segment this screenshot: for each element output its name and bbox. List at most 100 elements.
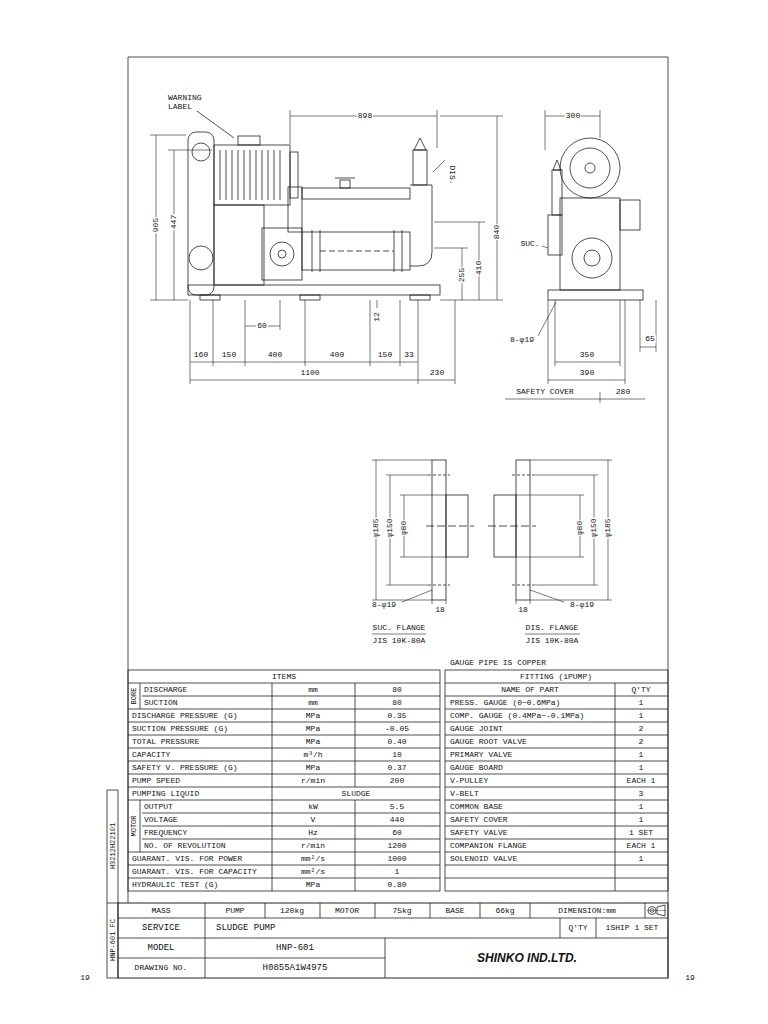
drawing-line <box>402 590 432 602</box>
value-cell: 440 <box>389 816 405 824</box>
drawing-line <box>385 938 386 978</box>
drawing-line <box>272 683 273 891</box>
unit-cell: r/min <box>300 777 326 785</box>
drawing-line <box>516 600 517 604</box>
callout-label: 8-φ19 <box>371 601 397 609</box>
drawing-rect <box>214 205 264 285</box>
drawing-line <box>530 460 612 461</box>
page-number: 19 <box>684 974 696 982</box>
drawing-line <box>305 300 306 366</box>
drawing-line <box>545 110 546 150</box>
dimension: φ185 <box>372 517 380 538</box>
title-cell: SERVICE <box>141 924 181 933</box>
value-cell: 80 <box>391 699 403 707</box>
view-title: DIS. FLANGE <box>525 624 580 632</box>
flange-detail <box>426 460 536 600</box>
drawing-line <box>555 362 620 363</box>
drawing-line <box>262 150 263 200</box>
drawing-line <box>372 634 426 635</box>
drawing-line <box>432 600 433 604</box>
quantity-cell: 1 <box>638 751 645 759</box>
drawing-line <box>400 557 446 558</box>
drawing-line <box>656 300 657 352</box>
part-name: COMPANION FLANGE <box>449 842 528 850</box>
drawing-line <box>128 722 440 723</box>
table-header: FITTING (1PUMP) <box>519 673 593 681</box>
drawing-line <box>640 300 641 352</box>
drawing-line <box>445 878 668 879</box>
value-cell: 80 <box>391 686 403 694</box>
item-name: SUCTION PRESSURE (G) <box>131 725 229 733</box>
drawing-line <box>140 800 141 852</box>
dimension: 60 <box>256 322 268 330</box>
drawing-rect <box>288 187 302 232</box>
drawing-line <box>128 735 440 736</box>
drawing-rect <box>238 136 260 145</box>
drawing-line <box>445 826 668 827</box>
item-name: GUARANT. VIS. FOR CAPACITY <box>131 868 258 876</box>
view-subtitle: JIS 10K-80A <box>372 637 427 645</box>
drawing-line <box>150 300 188 301</box>
drawing-line <box>244 150 245 200</box>
unit-cell: MPa <box>305 712 321 720</box>
drawing-line <box>400 300 401 366</box>
title-cell: HNP-601 <box>275 944 315 953</box>
item-name: DISCHARGE PRESSURE (G) <box>131 712 239 720</box>
value-cell: 0.35 <box>386 712 407 720</box>
title-block <box>118 903 668 978</box>
dimension: φ80 <box>576 520 584 536</box>
quantity-cell: EACH 1 <box>626 842 657 850</box>
drawing-line <box>190 380 455 381</box>
drawing-line <box>226 150 227 200</box>
title-cell: DRAWING NO. <box>134 964 189 972</box>
drawing-line <box>140 683 141 709</box>
drawing-line <box>497 116 498 300</box>
spec-table <box>128 670 440 891</box>
drawing-rect <box>548 290 643 300</box>
value-cell: 0.80 <box>386 881 407 889</box>
item-name: PUMP SPEED <box>131 777 181 785</box>
drawing-rect <box>128 670 440 891</box>
drawing-line <box>168 150 212 151</box>
callout-label: SUC. <box>519 240 540 248</box>
drawing-line <box>245 330 246 366</box>
title-cell: 120kg <box>279 907 305 915</box>
part-name: COMP. GAUGE (0.4MPa~-0.1MPa) <box>449 712 585 720</box>
drawing-line <box>516 495 584 496</box>
quantity-cell: 1 <box>638 816 645 824</box>
quantity-cell: 1 <box>638 764 645 772</box>
drawing-rect <box>548 215 562 255</box>
drawing-line <box>505 399 645 400</box>
drawing-line <box>433 160 445 172</box>
callout-label: 8-φ19 <box>509 336 535 344</box>
drawing-line <box>128 865 440 866</box>
dimension: 230 <box>429 369 445 377</box>
item-name: PUMPING LIQUID <box>131 790 200 798</box>
item-name: SAFETY V. PRESSURE (G) <box>131 764 239 772</box>
drawing-line <box>312 230 313 272</box>
drawing-line <box>445 761 668 762</box>
dimension: 400 <box>329 351 345 359</box>
drawing-line <box>437 110 438 148</box>
unit-cell: mm <box>307 686 319 694</box>
drawing-line <box>430 903 431 918</box>
group-label: BORE <box>131 687 138 706</box>
quantity-cell: 1 <box>638 712 645 720</box>
drawing-circle <box>192 143 210 161</box>
drawing-line <box>128 852 440 853</box>
part-name: PRIMARY VALVE <box>449 751 513 759</box>
drawing-line <box>150 135 186 136</box>
drawing-line <box>445 787 668 788</box>
part-name: GAUGE JOINT <box>449 725 504 733</box>
drawing-line <box>402 230 403 272</box>
part-name: V-BELT <box>449 790 480 798</box>
drawing-line <box>386 475 428 476</box>
drawing-line <box>445 748 668 749</box>
dimension: 280 <box>615 388 631 396</box>
drawing-line <box>386 585 428 586</box>
quantity-cell: 1 SET <box>628 829 654 837</box>
drawing-rect <box>432 460 446 600</box>
value-cell: 10 <box>391 751 403 759</box>
drawing-line <box>555 300 556 366</box>
drawing-line <box>400 495 446 496</box>
